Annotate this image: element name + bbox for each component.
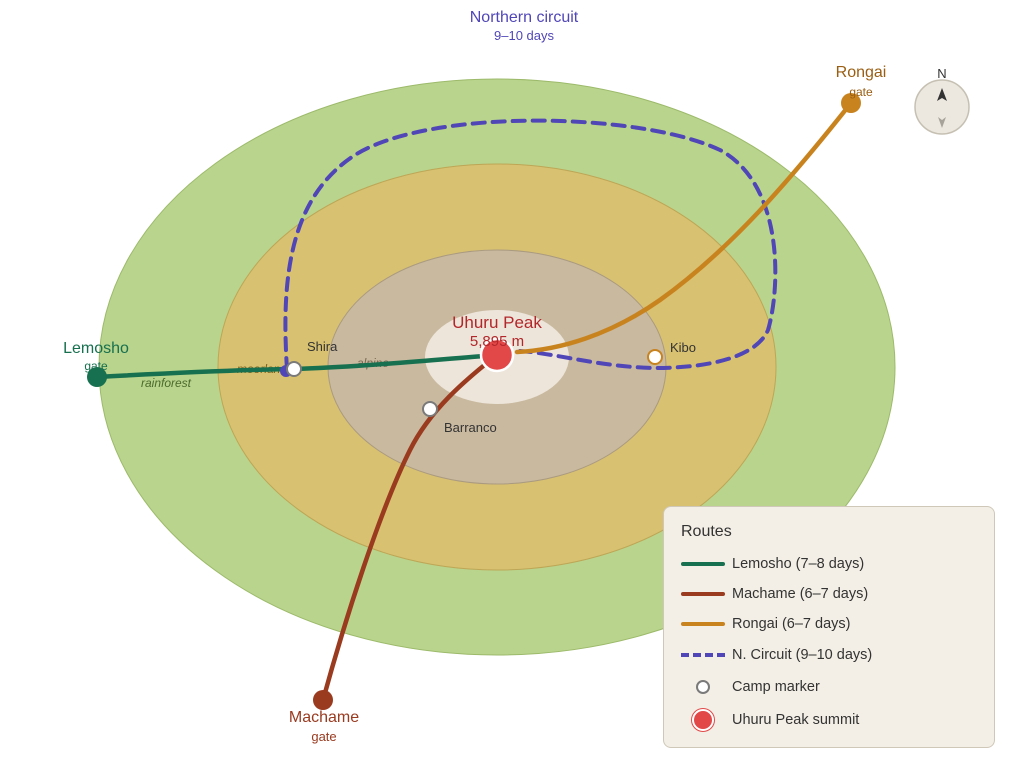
- gate-label-rongai: Rongai: [836, 64, 887, 81]
- compass-south-arrow-icon: [938, 117, 946, 128]
- gate-marker-machame[interactable]: [313, 690, 333, 710]
- compass-north-label: N: [937, 66, 946, 81]
- compass-rose: N: [914, 66, 970, 135]
- route-northern-circuit: [283, 118, 778, 372]
- circuit-title: Northern circuit: [470, 9, 579, 26]
- legend-item-rongai: Rongai (6–7 days): [680, 613, 851, 635]
- legend-label-rongai: Rongai (6–7 days): [732, 616, 851, 632]
- legend-title: Routes: [681, 523, 732, 540]
- compass-north-arrow-icon: [937, 88, 947, 101]
- gate-label-machame: Machame: [289, 709, 359, 726]
- summit-marker[interactable]: [479, 337, 515, 373]
- camp-marker-shira[interactable]: [286, 361, 302, 377]
- legend-item-lemosho: Lemosho (7–8 days): [680, 553, 864, 575]
- gate-sublabel-lemosho: gate: [84, 359, 108, 373]
- legend-swatch-summit: [680, 709, 726, 731]
- gate-sublabel-rongai: gate: [849, 85, 873, 99]
- compass-disc: [914, 79, 970, 135]
- gate-sublabel-machame: gate: [311, 729, 336, 744]
- summit-elevation: 5,895 m: [470, 333, 524, 350]
- summit-name: Uhuru Peak: [452, 313, 542, 332]
- legend-label-circuit: N. Circuit (9–10 days): [732, 647, 873, 663]
- legend-swatch-machame: [680, 583, 726, 605]
- legend-swatch-circuit: [680, 644, 726, 666]
- legend-swatch-rongai: [680, 613, 726, 635]
- gate-label-lemosho: Lemosho: [63, 340, 129, 357]
- legend-swatch-camp: [680, 676, 726, 698]
- legend-label-lemosho: Lemosho (7–8 days): [732, 556, 865, 572]
- legend-item-summit: Uhuru Peak summit: [680, 709, 859, 731]
- legend-label-camp: Camp marker: [732, 679, 820, 695]
- routes-legend: Routes Lemosho (7–8 days) Machame (6–7 d…: [663, 506, 995, 748]
- gate-marker-rongai[interactable]: [841, 93, 861, 113]
- camp-marker-kibo[interactable]: [647, 349, 663, 365]
- legend-label-machame: Machame (6–7 days): [732, 586, 869, 602]
- camp-label-barranco: Barranco: [444, 420, 497, 435]
- legend-item-circuit: N. Circuit (9–10 days): [680, 644, 872, 666]
- circuit-duration: 9–10 days: [494, 28, 554, 43]
- route-rongai: [514, 100, 854, 355]
- camp-label-shira: Shira: [307, 339, 338, 354]
- camp-marker-barranco[interactable]: [422, 401, 438, 417]
- legend-swatch-lemosho: [680, 553, 726, 575]
- camp-label-kibo: Kibo: [670, 340, 696, 355]
- legend-item-camp: Camp marker: [680, 676, 820, 698]
- legend-label-summit: Uhuru Peak summit: [732, 712, 860, 728]
- gate-marker-lemosho[interactable]: [87, 367, 107, 387]
- legend-item-machame: Machame (6–7 days): [680, 583, 868, 605]
- route-machame: [320, 352, 500, 703]
- zone-label-rainforest: rainforest: [141, 376, 192, 390]
